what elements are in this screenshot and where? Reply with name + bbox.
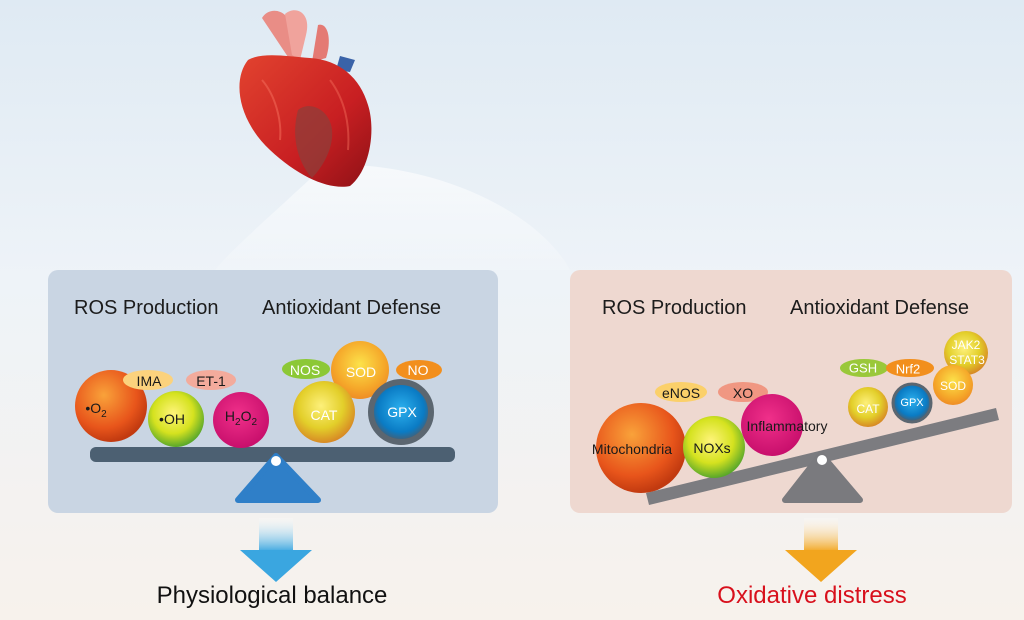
superoxide-sphere xyxy=(75,370,147,442)
outcome-physiological-balance: Physiological balance xyxy=(156,582,388,609)
no-ellipse xyxy=(396,360,442,380)
outcome-oxidative-distress: Oxidative distress xyxy=(717,582,907,609)
enos-label: eNOS xyxy=(661,385,701,401)
right-antioxidant-header: Antioxidant Defense xyxy=(790,297,970,319)
no-label: NO xyxy=(407,362,429,378)
right-ros-header: ROS Production xyxy=(602,297,747,319)
nos-ellipse xyxy=(282,359,330,379)
gpx-sphere-right xyxy=(891,382,933,424)
gsh-label: GSH xyxy=(848,360,878,376)
left-balance-scale-icon xyxy=(90,447,455,503)
left-ros-header: ROS Production xyxy=(74,297,219,319)
xo-ellipse xyxy=(718,382,768,402)
sod-sphere xyxy=(331,341,389,399)
nrf2-ellipse xyxy=(886,359,934,377)
heart-icon xyxy=(239,10,372,187)
gpx-sphere xyxy=(368,379,434,445)
noxs-sphere xyxy=(683,416,745,478)
gpx-label-right: GPX xyxy=(900,397,924,409)
inflammatory-sphere xyxy=(741,394,803,456)
enos-ellipse xyxy=(655,382,707,402)
gpx-label: GPX xyxy=(387,404,417,420)
cat-label: CAT xyxy=(310,407,338,423)
nrf2-label: Nrf2 xyxy=(895,361,921,377)
hydroxyl-sphere xyxy=(148,391,204,447)
cat-sphere-right xyxy=(848,387,888,427)
right-balance-scale-icon xyxy=(646,408,999,505)
zoom-fan xyxy=(215,150,570,270)
mitochondria-sphere xyxy=(596,403,686,493)
cat-label-right: CAT xyxy=(856,402,880,416)
hydroxyl-label: •OH xyxy=(159,411,185,427)
stat3-label: STAT3 xyxy=(949,353,985,367)
ima-ellipse xyxy=(123,370,173,390)
et1-label: ET-1 xyxy=(196,373,226,389)
h2o2-sphere xyxy=(213,392,269,448)
down-arrow-icon-orange xyxy=(785,518,857,582)
gsh-ellipse xyxy=(840,359,888,377)
superoxide-label: •O2 xyxy=(85,400,107,420)
inflammatory-label: Inflammatory xyxy=(746,418,828,434)
et1-ellipse xyxy=(186,370,236,390)
sod-sphere-right xyxy=(933,365,973,405)
jak2-stat3-sphere xyxy=(944,331,988,375)
jak2-label: JAK2 xyxy=(951,338,981,352)
mitochondria-label: Mitochondria xyxy=(591,441,673,457)
sod-label: SOD xyxy=(345,364,377,380)
left-antioxidant-header: Antioxidant Defense xyxy=(262,297,442,319)
down-arrow-icon-blue xyxy=(240,518,312,582)
nos-label: NOS xyxy=(289,362,321,378)
noxs-label: NOXs xyxy=(693,440,731,456)
ima-label: IMA xyxy=(136,373,162,389)
sod-label-right: SOD xyxy=(939,379,967,393)
cat-sphere xyxy=(293,381,355,443)
xo-label: XO xyxy=(732,385,754,401)
h2o2-label: H2O2 xyxy=(224,408,258,428)
